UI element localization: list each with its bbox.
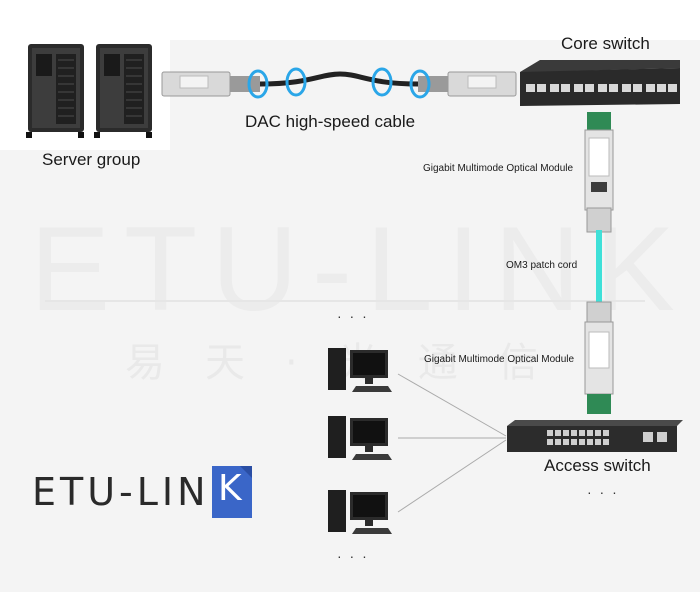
- dac-cable-icon: [161, 67, 517, 99]
- core-switch-label: Core switch: [561, 34, 650, 53]
- lower-module-label: Gigabit Multimode Optical Module: [424, 354, 575, 365]
- upper-optical-module-icon: [584, 112, 614, 233]
- top-band: [0, 0, 700, 40]
- etu-link-logo: ETU-LIN: [32, 470, 247, 514]
- watermark-text: ETU-LINK: [30, 202, 689, 336]
- access-switch-label: Access switch: [544, 456, 651, 475]
- upper-module-label: Gigabit Multimode Optical Module: [423, 163, 574, 174]
- access-switch-ellipsis: · · ·: [587, 484, 619, 500]
- access-switch-icon: [507, 420, 683, 452]
- om3-patch-cord: [596, 230, 602, 302]
- logo-k-letter: K: [218, 468, 242, 509]
- pc-icon-2: [328, 416, 392, 460]
- pc-icon-1: [328, 348, 392, 392]
- pc-icon-3: [328, 490, 392, 534]
- logo-k-block: [212, 466, 252, 518]
- lower-optical-module-icon: [584, 301, 614, 414]
- pc-bottom-ellipsis: · · ·: [337, 548, 369, 564]
- server-group-icon: [26, 44, 152, 138]
- core-switch-icon: [520, 60, 680, 106]
- logo-text: ETU-LIN: [32, 470, 210, 514]
- patch-cord-label: OM3 patch cord: [506, 260, 578, 271]
- server-group-label: Server group: [42, 150, 141, 169]
- pc-top-ellipsis: · · ·: [337, 308, 369, 324]
- dac-cable-label: DAC high-speed cable: [245, 112, 416, 131]
- watermark-line: [45, 300, 645, 302]
